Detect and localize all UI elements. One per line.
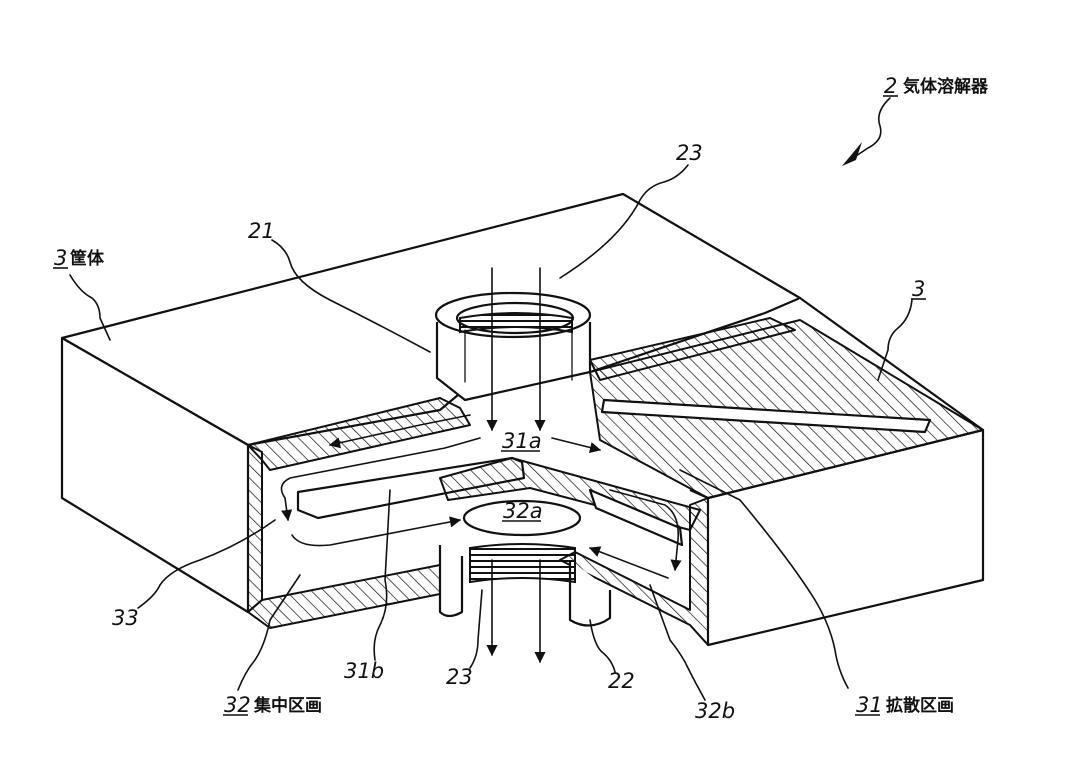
leader-casing-cut (877, 299, 913, 381)
label-23-bottom: 23 (446, 665, 473, 689)
cut-section-walls (247, 317, 984, 646)
hatch-right-bottom-wall (559, 497, 709, 646)
leader-32b (649, 584, 706, 701)
label-23-top: 23 (676, 141, 703, 165)
leader-casing (69, 274, 111, 341)
flow-left-loop (280, 437, 481, 522)
label-32a: 32a (503, 499, 543, 523)
label-casing-cut-num: 3 (912, 277, 925, 301)
separator-plate-right (588, 488, 684, 547)
label-casing-text: 筐体 (70, 248, 105, 269)
leader-lines (69, 97, 913, 701)
label-33: 33 (112, 606, 139, 630)
leader-23-top (559, 164, 689, 279)
label-device-num: 2 (884, 74, 897, 98)
hatch-left-outer-wall (247, 444, 263, 613)
labels: 2 気体溶解器 3 筐体 3 21 23 31a 32a 33 31b 23 2… (53, 74, 989, 723)
flow-right-lower (588, 546, 669, 579)
flow-right-loop (609, 489, 682, 572)
label-31b: 31b (344, 659, 384, 683)
leader-22 (589, 619, 616, 673)
leader-32 (237, 574, 301, 691)
label-31-text: 拡散区画 (886, 695, 954, 716)
leader-33 (137, 519, 276, 609)
label-21: 21 (248, 219, 275, 243)
label-32b: 32b (695, 699, 735, 723)
inner-plate-right (600, 398, 932, 434)
label-22: 22 (608, 669, 635, 693)
leader-23-bottom (469, 589, 483, 669)
label-casing-num: 3 (54, 246, 67, 270)
flow-arrows (280, 267, 682, 664)
leader-31b (373, 489, 391, 661)
leader-21 (271, 239, 431, 353)
outlet-thread (469, 543, 576, 584)
flow-left-lower (291, 516, 462, 547)
hatch-upper-wall (589, 317, 796, 381)
flow-left-top (328, 414, 471, 449)
casing-body (60, 192, 985, 647)
leader-31 (679, 469, 849, 689)
inlet-pipe (434, 291, 592, 402)
flow-right-upper (551, 437, 602, 453)
label-31a: 31a (502, 429, 542, 453)
label-32-num: 32 (224, 693, 251, 717)
outlet-pipe (438, 499, 612, 627)
hatch-left-bottom-wall (247, 564, 461, 629)
label-device-text: 気体溶解器 (902, 76, 989, 97)
label-31-num: 31 (856, 693, 883, 717)
leader-device (849, 97, 891, 161)
outlet-pipe-bore (462, 499, 582, 537)
label-32-text: 集中区画 (253, 695, 322, 716)
